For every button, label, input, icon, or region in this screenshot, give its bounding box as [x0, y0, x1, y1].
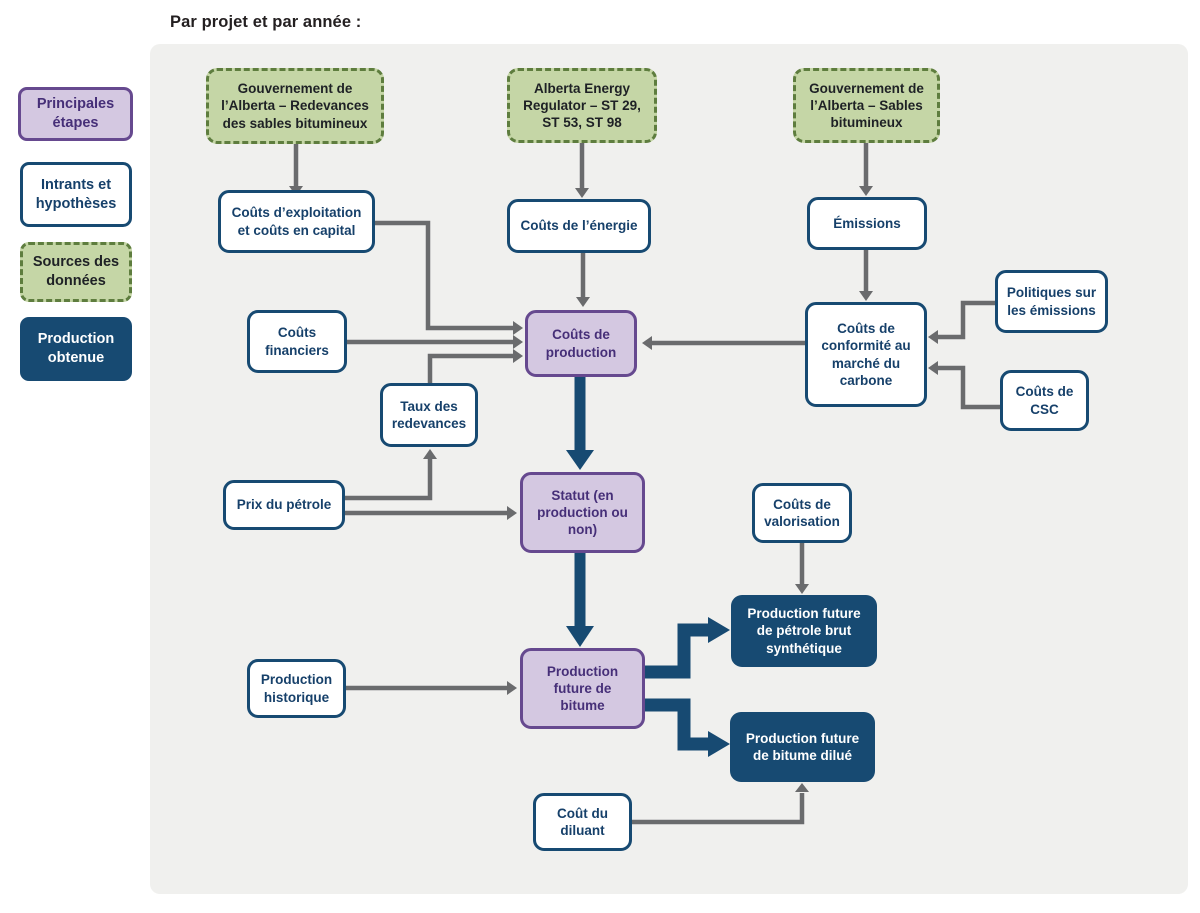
- node-production-historique: Production historique: [247, 659, 346, 718]
- node-prix-petrole: Prix du pétrole: [223, 480, 345, 530]
- node-couts-valorisation: Coûts de valorisation: [752, 483, 852, 543]
- node-couts-csc: Coûts de CSC: [1000, 370, 1089, 431]
- legend-production-obtenue: Production obtenue: [20, 317, 132, 381]
- legend-intrants-hypotheses: Intrants et hypothèses: [20, 162, 132, 227]
- legend-sources-donnees: Sources des données: [20, 242, 132, 302]
- node-emissions: Émissions: [807, 197, 927, 250]
- node-couts-exploitation-capital: Coûts d’exploitation et coûts en capital: [218, 190, 375, 253]
- page-title: Par projet et par année :: [170, 13, 362, 31]
- node-taux-redevances: Taux des redevances: [380, 383, 478, 447]
- node-couts-production: Coûts de production: [525, 310, 637, 377]
- node-couts-financiers: Coûts financiers: [247, 310, 347, 373]
- node-cout-diluant: Coût du diluant: [533, 793, 632, 851]
- node-alberta-energy-regulator: Alberta Energy Regulator – ST 29, ST 53,…: [507, 68, 657, 143]
- node-statut-production: Statut (en production ou non): [520, 472, 645, 553]
- node-couts-energie: Coûts de l’énergie: [507, 199, 651, 253]
- node-production-bitume-dilue: Production future de bitume dilué: [730, 712, 875, 782]
- node-politiques-emissions: Politiques sur les émissions: [995, 270, 1108, 333]
- node-gouvernement-sables: Gouvernement de l’Alberta – Sables bitum…: [793, 68, 940, 143]
- diagram-panel: [150, 44, 1188, 894]
- legend-principales-etapes: Principales étapes: [18, 87, 133, 141]
- node-production-future-bitume: Production future de bitume: [520, 648, 645, 729]
- node-couts-conformite-carbone: Coûts de conformité au marché du carbone: [805, 302, 927, 407]
- node-production-petrole-synthetique: Production future de pétrole brut synthé…: [731, 595, 877, 667]
- node-gouvernement-redevances: Gouvernement de l’Alberta – Redevances d…: [206, 68, 384, 144]
